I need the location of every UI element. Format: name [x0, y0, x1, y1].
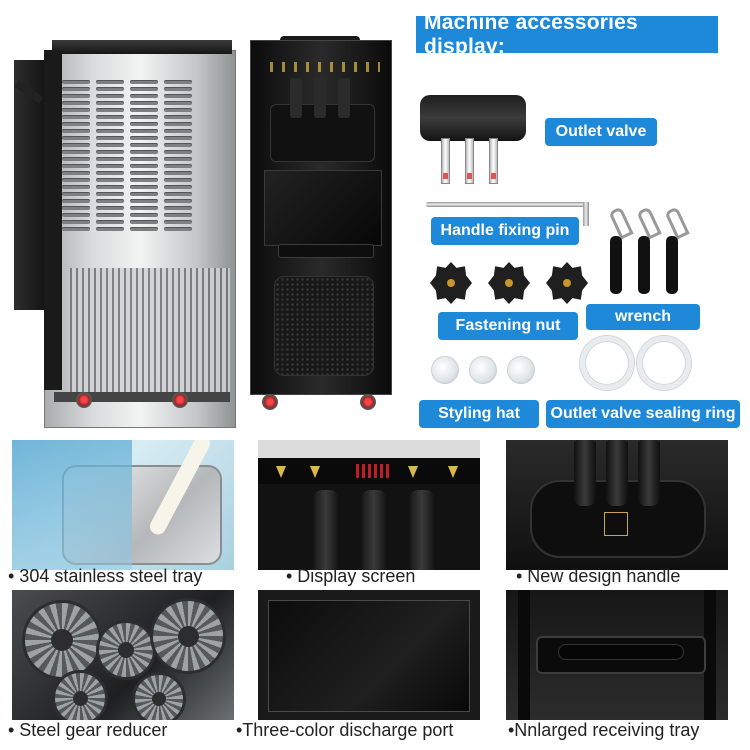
gear-icon	[52, 670, 108, 720]
machine-front-lever	[338, 78, 350, 118]
machine-side-rail	[14, 60, 48, 310]
styling-hat-icon	[507, 356, 535, 384]
label-wrench: wrench	[586, 304, 700, 330]
feature-caption-handle: • New design handle	[516, 566, 681, 586]
machine-front-door	[264, 170, 382, 246]
fastening-nut-icon	[488, 262, 530, 304]
feature-caption-steel-tray: • 304 stainless steel tray	[8, 566, 203, 586]
feature-image-display-screen	[258, 440, 480, 570]
machine-side-base	[54, 392, 230, 402]
machine-front-view	[250, 36, 392, 410]
wheel-icon	[262, 394, 278, 410]
machine-side-vents	[62, 80, 202, 231]
gear-icon	[132, 672, 186, 720]
fastening-nut-icon	[430, 262, 472, 304]
wheel-icon	[172, 392, 188, 408]
valve-stem-icon	[489, 138, 498, 184]
wheel-icon	[360, 394, 376, 410]
wrench-icon	[666, 236, 678, 294]
feature-image-handle	[506, 440, 728, 570]
machine-front-lever	[290, 78, 302, 118]
valve-stem-icon	[441, 138, 450, 184]
wrench-icon	[610, 236, 622, 294]
machine-front-speaker-grille	[274, 276, 374, 376]
accessories-title: Machine accessories display:	[416, 11, 718, 58]
feature-caption-display-screen: • Display screen	[286, 566, 416, 586]
label-fastening-nut: Fastening nut	[438, 312, 578, 340]
handle-fixing-pin-icon	[426, 202, 586, 207]
machine-front-decor	[270, 62, 380, 72]
wrench-head-icon	[636, 206, 662, 240]
feature-image-gear-reducer	[12, 590, 234, 720]
machine-side-grille	[70, 268, 230, 392]
label-outlet-valve-sealing-ring: Outlet valve sealing ring	[546, 400, 740, 428]
valve-stem-icon	[465, 138, 474, 184]
styling-hat-icon	[469, 356, 497, 384]
machine-front-lever	[314, 78, 326, 118]
wheel-icon	[76, 392, 92, 408]
sealing-ring-icon	[637, 336, 691, 390]
wrench-head-icon	[608, 206, 634, 240]
machine-front-tray	[278, 244, 374, 258]
gear-icon	[22, 600, 102, 680]
handle-fixing-pin-hook-icon	[583, 202, 589, 226]
label-styling-hat: Styling hat	[419, 400, 539, 428]
styling-hat-icon	[431, 356, 459, 384]
feature-caption-discharge-port: •Three-color discharge port	[236, 720, 454, 740]
label-handle-fixing-pin: Handle fixing pin	[431, 217, 579, 245]
wrench-head-icon	[664, 206, 690, 240]
feature-image-receiving-tray	[506, 590, 728, 720]
fastening-nut-icon	[546, 262, 588, 304]
gear-icon	[150, 598, 226, 674]
feature-caption-gear-reducer: • Steel gear reducer	[8, 720, 168, 740]
machine-side-view	[14, 40, 236, 428]
feature-image-discharge-port	[258, 590, 480, 720]
sealing-ring-icon	[580, 336, 634, 390]
wrench-icon	[638, 236, 650, 294]
outlet-valve-icon	[420, 95, 526, 141]
feature-image-steel-tray	[12, 440, 234, 570]
machine-side-strip	[44, 50, 62, 390]
label-outlet-valve: Outlet valve	[545, 118, 657, 146]
machine-side-top	[52, 40, 232, 54]
gear-icon	[96, 620, 156, 680]
feature-caption-receiving-tray: •Nnlarged receiving tray	[508, 720, 700, 740]
